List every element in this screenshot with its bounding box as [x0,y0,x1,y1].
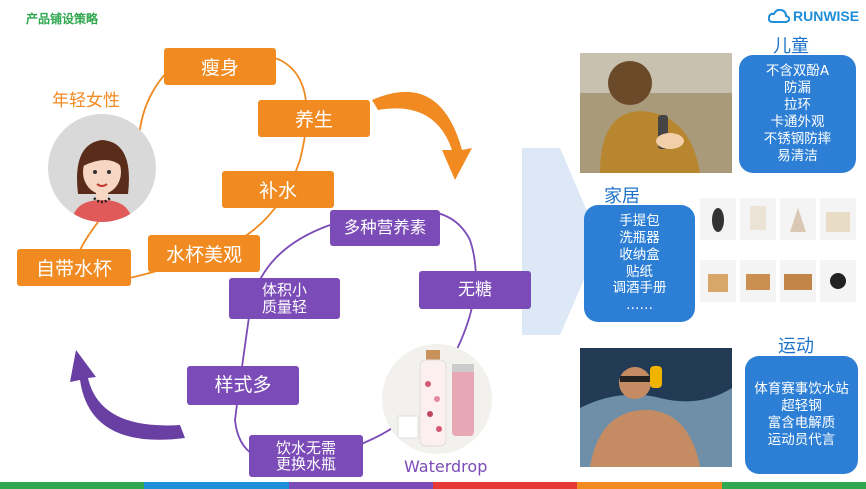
feature-item: 调酒手册 [612,280,667,297]
swimmer-photo-icon [580,348,732,467]
feature-item: 手提包 [619,212,660,229]
tag-cup-looks: 水杯美观 [148,235,260,272]
feature-item: 贴纸 [626,263,653,280]
children-features-box: 不含双酚A 防漏 拉环 卡通外观 不锈钢防摔 易清洁 [739,55,856,173]
product-grid-icon [700,198,856,302]
feature-item: 洗瓶器 [619,229,660,246]
children-photo [580,53,732,173]
feature-item: 运动员代言 [767,431,836,448]
feature-item: 超轻钢 [781,398,822,415]
product-label: Waterdrop [404,457,488,476]
cloud-logo-icon [768,8,790,23]
persona-label: 年轻女性 [52,91,120,111]
feature-item: 富含电解质 [767,415,836,431]
feature-item: 收纳盒 [619,246,660,263]
feature-item: 易清洁 [777,147,818,164]
bottom-color-bar [0,482,866,489]
logo-text: RUNWISE [793,8,860,24]
feature-item: …… [626,297,653,314]
tag-no-bottle-change: 饮水无需 更换水瓶 [249,435,363,477]
tag-wellness: 养生 [258,100,370,137]
tag-nutrients: 多种营养素 [330,210,440,246]
home-products-grid [698,196,858,324]
tag-hydration: 补水 [222,171,334,208]
persona-avatar [48,114,156,222]
page-title: 产品铺设策略 [26,12,99,26]
home-features-box: 手提包 洗瓶器 收纳盒 贴纸 调酒手册 …… [584,205,695,322]
tag-own-cup: 自带水杯 [17,249,131,286]
feature-item: 防漏 [784,80,811,97]
woman-avatar-icon [72,140,132,222]
tag-slimming: 瘦身 [164,48,276,85]
tag-many-styles: 样式多 [187,366,299,405]
bottle-product-icon [397,350,474,447]
feature-item: 不含双酚A [765,63,830,80]
feature-item: 拉环 [784,97,811,114]
section-title-sports: 运动 [778,336,814,357]
child-drinking-photo-icon [580,53,732,173]
section-title-home: 家居 [604,186,640,207]
tag-sugar-free: 无糖 [419,271,531,309]
sports-features-box: 体育赛事饮水站 超轻钢 富含电解质 运动员代言 [745,356,858,474]
sports-photo [580,348,732,467]
feature-item: 不锈钢防摔 [763,130,832,147]
tag-small-light: 体积小 质量轻 [229,278,340,319]
purple-curved-arrow [70,350,185,440]
orange-curved-arrow [372,91,472,180]
section-title-children: 儿童 [773,36,809,57]
feature-item: 卡通外观 [770,114,825,130]
brand-logo: RUNWISE [768,8,859,24]
product-image [382,344,492,454]
feature-item: 体育赛事饮水站 [754,381,849,398]
